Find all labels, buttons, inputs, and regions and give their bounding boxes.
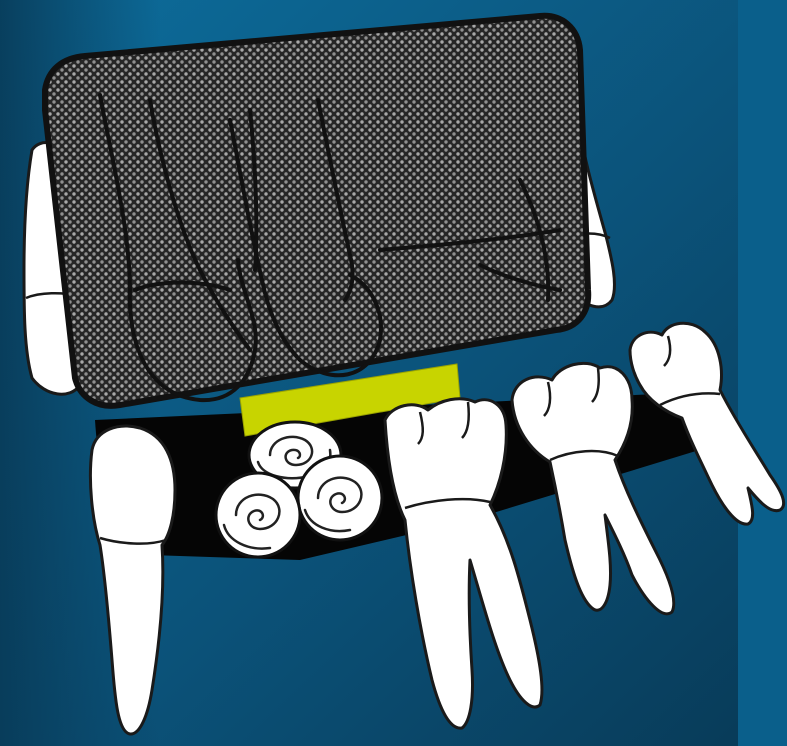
background-right-panel [738,0,787,746]
cotton-roll-left [216,473,300,557]
cotton-roll-right [298,456,382,540]
